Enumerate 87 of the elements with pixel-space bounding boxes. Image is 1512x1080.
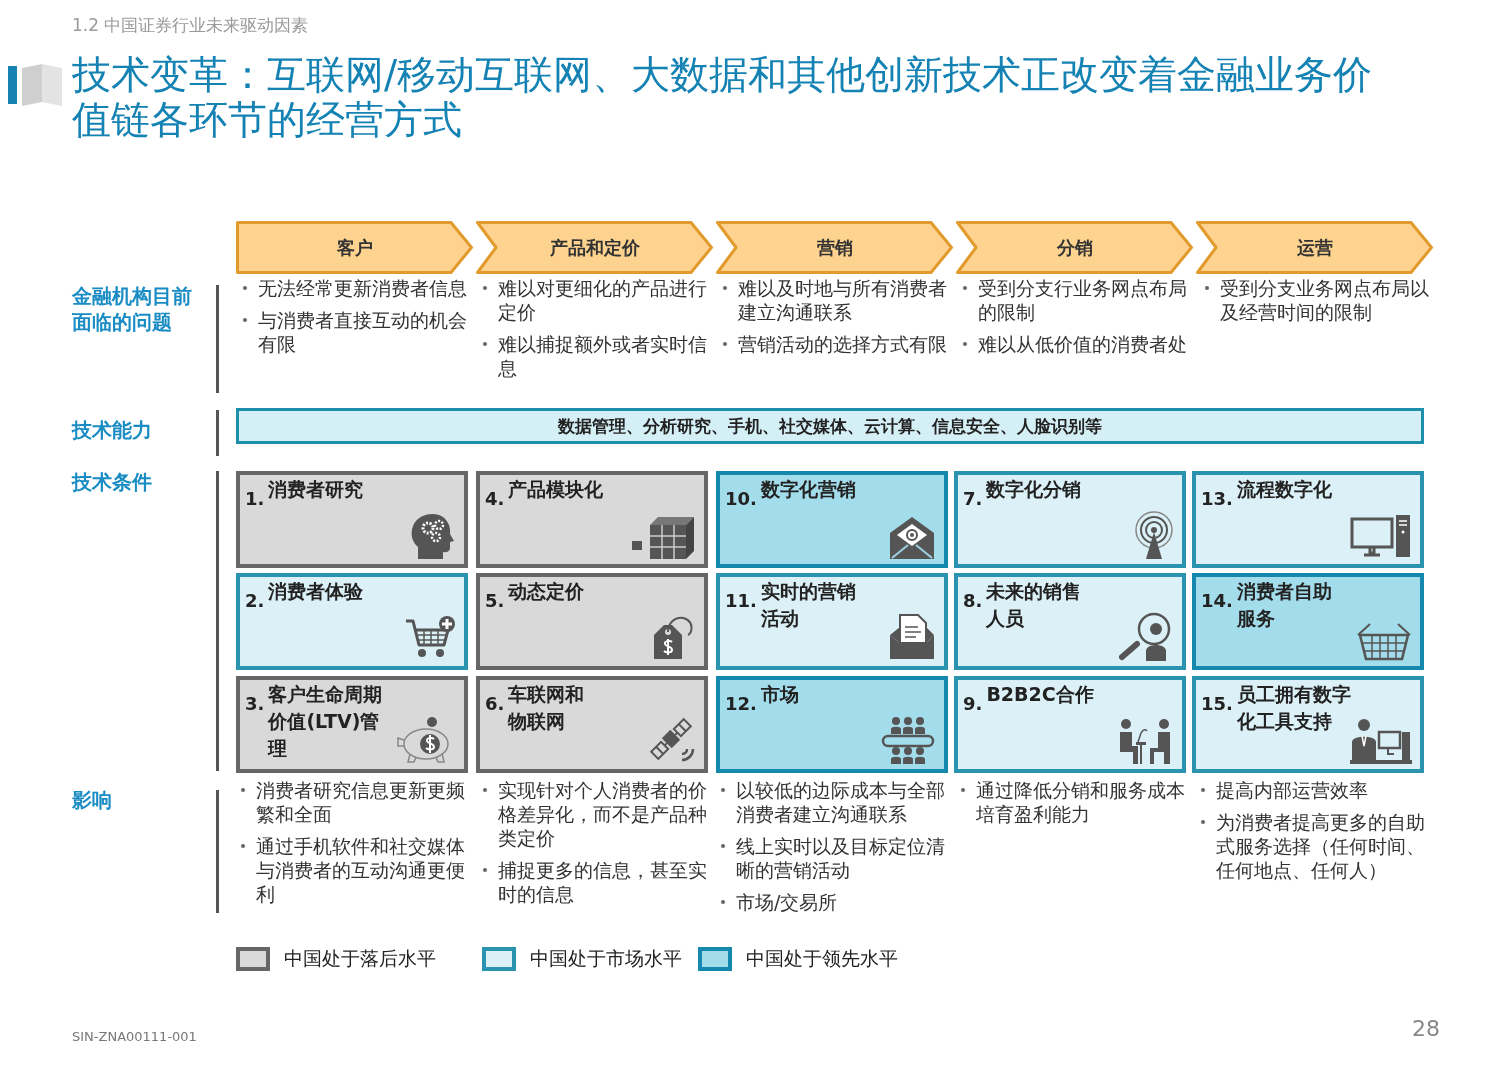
bullet-text: 市场/交易所	[716, 890, 838, 914]
tile-title: 客户生命周期价值(LTV)管理	[268, 682, 384, 761]
row-heading: 金融机构目前面临的问题	[72, 283, 193, 335]
bullet-text: 无法经常更新消费者信息	[238, 276, 467, 300]
bullet-text: 实现针对个人消费者的价格差异化，而不是产品种类定价	[478, 778, 712, 850]
capability-tile	[716, 676, 948, 773]
bullet-text: 捕捉更多的信息，甚至实时的信息	[478, 858, 712, 906]
bullet-text: 难以对更细化的产品进行定价	[478, 276, 712, 324]
tile-number: 12.	[725, 693, 757, 715]
page-number: 28	[1412, 1016, 1440, 1041]
process-step	[716, 221, 953, 274]
tile-number: 6.	[485, 693, 505, 715]
tile-title: 车联网和物联网	[508, 682, 586, 734]
step-label: 分销	[1056, 235, 1093, 260]
bullet-text: 与消费者直接互动的机会有限	[238, 308, 472, 356]
process-step	[476, 221, 713, 274]
tile-number: 9.	[963, 693, 983, 715]
band-text: 数据管理、分析研究、手机、社交媒体、云计算、信息安全、人脸识别等	[558, 414, 1102, 438]
capability-tile	[1192, 471, 1424, 568]
tile-title: B2B2C合作	[986, 682, 1094, 707]
tile-title: 数字化分销	[986, 477, 1082, 502]
capability-tile	[236, 676, 468, 773]
footer-code: SIN-ZNA00111-001	[72, 1029, 197, 1044]
bullet-text: 以较低的边际成本与全部消费者建立沟通联系	[716, 778, 950, 826]
capability-tile	[954, 676, 1186, 773]
tile-number: 2.	[245, 590, 265, 612]
tile-number: 1.	[245, 488, 265, 510]
process-step	[956, 221, 1193, 274]
capability-tile	[236, 471, 468, 568]
tile-number: 5.	[485, 590, 505, 612]
step-label: 产品和定价	[549, 235, 640, 260]
step-label: 运营	[1296, 235, 1333, 260]
tile-title: 未来的销售人员	[986, 579, 1083, 631]
bullet-text: 为消费者提高更多的自助式服务选择（任何时间、任何地点、任何人）	[1196, 810, 1430, 882]
capability-tile	[476, 676, 708, 773]
capability-tile	[954, 573, 1186, 670]
tile-number: 4.	[485, 488, 505, 510]
bullet-text: 难以捕捉额外或者实时信息	[478, 332, 712, 380]
capability-tile	[716, 573, 948, 670]
bullet-text: 难以及时地与所有消费者建立沟通联系	[718, 276, 952, 324]
tile-number: 3.	[245, 693, 265, 715]
tile-title: 产品模块化	[508, 477, 604, 502]
capability-tile	[476, 471, 708, 568]
tile-title: 市场	[760, 682, 799, 707]
capability-tile	[476, 573, 708, 670]
process-step	[236, 221, 473, 274]
tile-title: 数字化营销	[760, 477, 856, 502]
capability-tile	[1192, 676, 1424, 773]
technology-band	[236, 408, 1424, 444]
bullet-text: 提高内部运营效率	[1196, 778, 1368, 802]
legend-label: 中国处于落后水平	[284, 946, 436, 971]
capability-tile	[236, 573, 468, 670]
tile-number: 11.	[725, 590, 757, 612]
step-label: 营销	[816, 235, 853, 260]
tile-number: 7.	[963, 488, 983, 510]
tile-number: 10.	[725, 488, 757, 510]
tile-title: 流程数字化	[1236, 477, 1332, 502]
section-header: 1.2 中国证券行业未来驱动因素	[72, 14, 309, 37]
slide-title: 技术变革：互联网/移动互联网、大数据和其他创新技术正改变着金融业务价值链各环节的经营方式	[72, 52, 1374, 142]
row-heading: 影响	[72, 787, 112, 813]
tile-number: 13.	[1201, 488, 1233, 510]
bullet-text: 通过降低分销和服务成本培育盈利能力	[956, 778, 1190, 826]
tile-title: 动态定价	[508, 579, 585, 604]
tile-number: 15.	[1201, 693, 1233, 715]
process-step	[1196, 221, 1433, 274]
tile-title: 实时的营销活动	[760, 579, 857, 631]
bullet-text: 受到分支行业务网点布局的限制	[958, 276, 1192, 324]
tile-number: 14.	[1201, 590, 1233, 612]
tile-title: 消费者自助服务	[1236, 579, 1333, 631]
tile-number: 8.	[963, 590, 983, 612]
step-label: 客户	[336, 235, 373, 260]
capability-tile	[954, 471, 1186, 568]
tile-title: 员工拥有数字化工具支持	[1236, 682, 1352, 734]
legend-label: 中国处于领先水平	[746, 946, 898, 971]
bullet-text: 受到分支业务网点布局以及经营时间的限制	[1200, 276, 1434, 324]
capability-tile	[716, 471, 948, 568]
bullet-text: 线上实时以及目标定位清晰的营销活动	[716, 834, 950, 882]
tile-title: 消费者研究	[268, 477, 364, 502]
legend-label: 中国处于市场水平	[530, 946, 682, 971]
bullet-text: 消费者研究信息更新更频繁和全面	[236, 778, 470, 826]
bullet-text: 通过手机软件和社交媒体与消费者的互动沟通更便利	[236, 834, 470, 906]
tile-title: 消费者体验	[268, 579, 364, 604]
row-heading: 技术能力	[72, 417, 152, 443]
bullet-text: 营销活动的选择方式有限	[718, 332, 947, 356]
capability-tile	[1192, 573, 1424, 670]
row-heading: 技术条件	[72, 469, 152, 495]
bullet-text: 难以从低价值的消费者处	[958, 332, 1187, 356]
